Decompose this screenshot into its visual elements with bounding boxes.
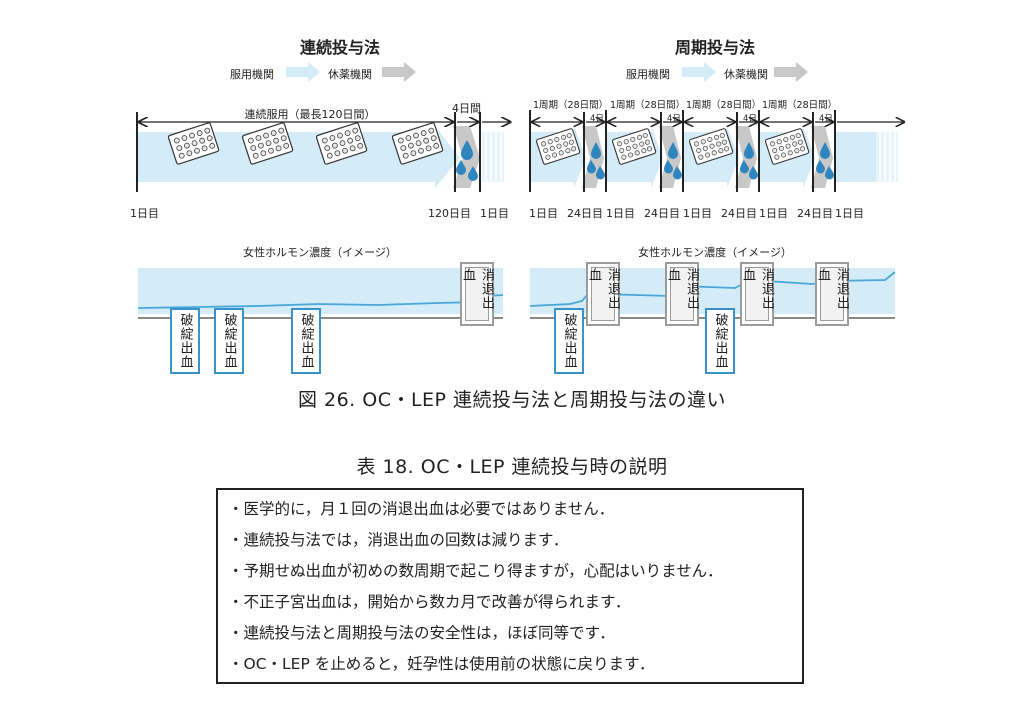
legend-off-label: 休薬機関 — [724, 68, 768, 81]
withdrawal-bleeding-box: 消退出血 — [586, 262, 620, 326]
day-label: 1日目 — [529, 207, 558, 220]
note-item: ・不正子宮出血は，開始から数カ月で改善が得られます． — [228, 593, 631, 611]
note-item: ・医学的に，月１回の消退出血は必要ではありません． — [228, 500, 615, 518]
legend-on-label: 服用機関 — [230, 68, 274, 81]
pill-pack-icon — [764, 128, 810, 165]
note-item: ・連続投与法では，消退出血の回数は減ります． — [228, 531, 569, 549]
legend-off-arrow-icon — [774, 62, 808, 82]
table-title: 表 18. OC・LEP 連続投与時の説明 — [356, 456, 668, 478]
blood-drop-icon — [816, 142, 834, 180]
left-break-label: 4日間 — [452, 102, 481, 115]
withdrawal-bleeding-label: 消退出血 — [815, 267, 849, 321]
left-panel-title: 連続投与法 — [299, 38, 380, 57]
day-label: 1日目 — [835, 207, 864, 220]
notes-box: ・医学的に，月１回の消退出血は必要ではありません． ・連続投与法では，消退出血の… — [216, 488, 804, 684]
breakthrough-bleeding-box: 破綻出血 — [214, 308, 244, 374]
left-day-next: 1日目 — [480, 207, 509, 220]
withdrawal-bleeding-label: 消退出血 — [586, 267, 620, 321]
day-label: 1日目 — [759, 207, 788, 220]
cycle-label: 1周期（28日間） — [610, 100, 686, 111]
legend-on-label: 服用機関 — [626, 68, 670, 81]
left-day-start: 1日目 — [130, 207, 159, 220]
pill-pack-icon — [167, 122, 220, 165]
left-timeline — [136, 112, 520, 192]
withdrawal-bleeding-label: 消退出血 — [460, 267, 494, 321]
day-label: 1日目 — [683, 207, 712, 220]
day-label: 24日目 — [567, 207, 603, 220]
right-timeline — [529, 110, 909, 192]
withdrawal-bleeding-box: 消退出血 — [665, 262, 699, 326]
figure-caption: 図 26. OC・LEP 連続投与法と周期投与法の違い — [297, 389, 727, 411]
day-label: 24日目 — [721, 207, 757, 220]
legend-off-label: 休薬機関 — [328, 68, 372, 81]
day-label: 1日目 — [606, 207, 635, 220]
blood-drop-icon — [456, 140, 478, 181]
legend-off-arrow-icon — [382, 62, 416, 82]
withdrawal-bleeding-box: 消退出血 — [740, 262, 774, 326]
withdrawal-bleeding-box: 消退出血 — [815, 262, 849, 326]
day-label: 24日目 — [797, 207, 833, 220]
pill-pack-icon — [535, 128, 581, 165]
left-hormone-label: 女性ホルモン濃度（イメージ） — [243, 246, 397, 259]
pill-pack-icon — [315, 122, 368, 165]
pill-pack-icon — [611, 128, 657, 165]
cycle-label: 1周期（28日間） — [686, 100, 762, 111]
blood-drop-icon — [587, 142, 605, 180]
left-hormone-band — [138, 268, 504, 319]
breakthrough-bleeding-box: 破綻出血 — [170, 308, 200, 374]
legend-on-arrow-icon — [286, 62, 320, 82]
withdrawal-bleeding-box: 消退出血 — [460, 262, 494, 326]
withdrawal-bleeding-label: 消退出血 — [665, 267, 699, 321]
note-item: ・連続投与法と周期投与法の安全性は，ほぼ同等です． — [228, 624, 615, 642]
blood-drop-icon — [740, 142, 758, 180]
legend-on-arrow-icon — [682, 62, 716, 82]
right-panel-title: 周期投与法 — [674, 38, 755, 57]
blood-drop-icon — [664, 142, 682, 180]
withdrawal-bleeding-label: 消退出血 — [740, 267, 774, 321]
breakthrough-bleeding-box: 破綻出血 — [554, 308, 584, 374]
left-day-end: 120日目 — [428, 207, 471, 220]
pill-pack-icon — [688, 128, 734, 165]
cycle-label: 1周期（28日間） — [762, 100, 838, 111]
right-hormone-label: 女性ホルモン濃度（イメージ） — [638, 246, 792, 259]
day-label: 24日目 — [644, 207, 680, 220]
pill-pack-icon — [241, 122, 294, 165]
cycle-label: 1周期（28日間） — [533, 100, 609, 111]
note-item: ・OC・LEP を止めると，妊孕性は使用前の状態に戻ります． — [228, 655, 655, 673]
breakthrough-bleeding-box: 破綻出血 — [291, 308, 321, 374]
pill-pack-icon — [391, 122, 444, 165]
breakthrough-bleeding-box: 破綻出血 — [705, 308, 735, 374]
note-item: ・予期せぬ出血が初めの数周期で起こり得ますが，心配はいりません． — [228, 562, 723, 580]
